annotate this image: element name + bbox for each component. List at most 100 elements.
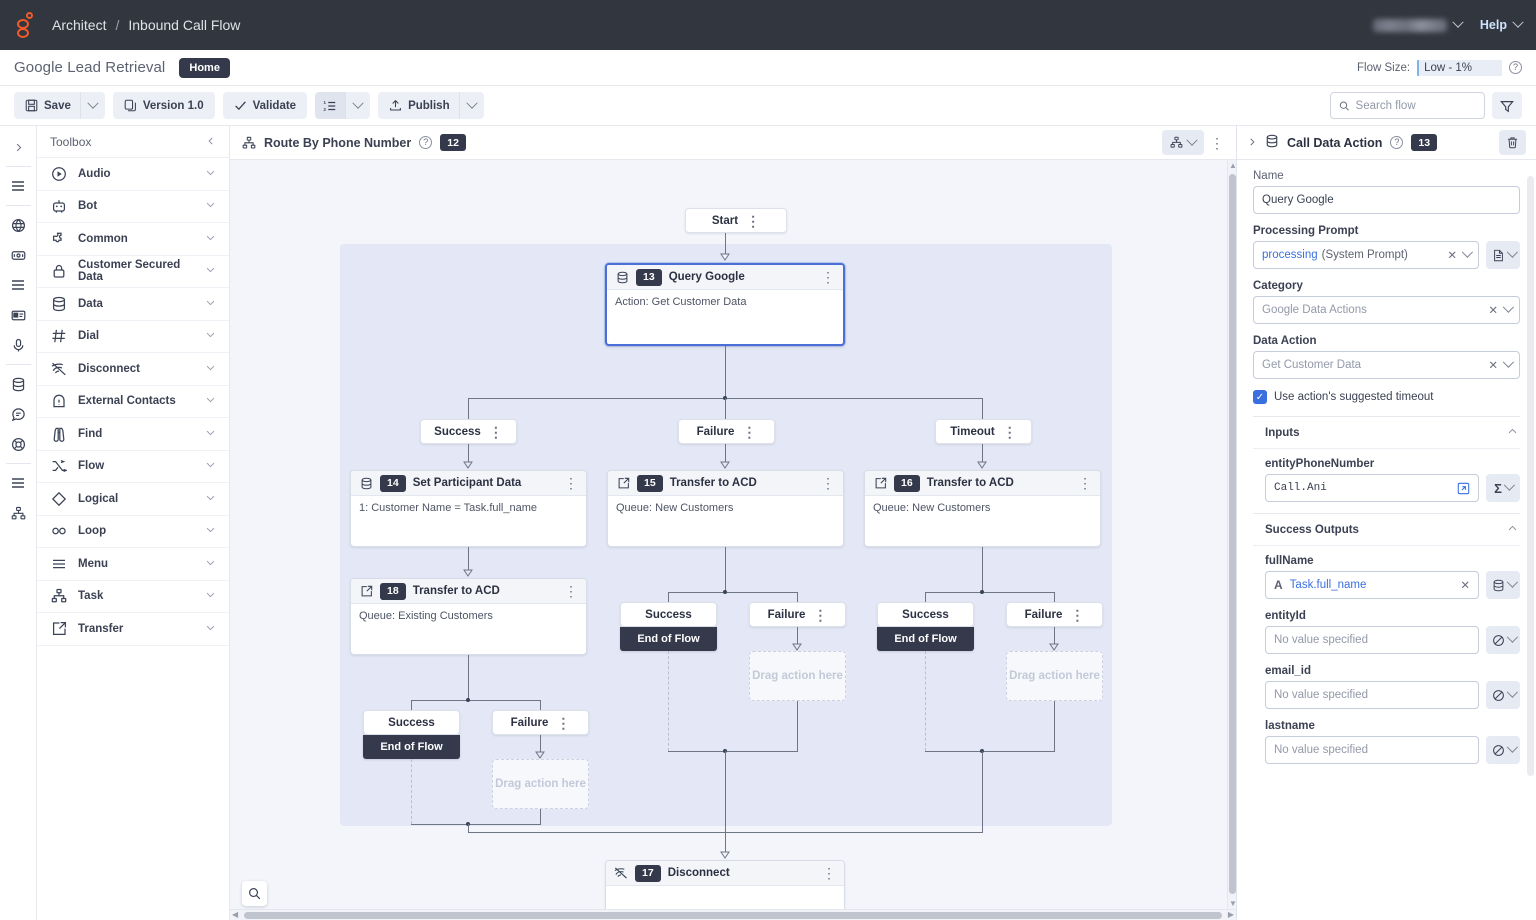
chevron-down-icon[interactable] <box>205 199 216 213</box>
chevron-down-icon[interactable] <box>205 524 216 538</box>
data-action-select[interactable]: Get Customer Data ✕ <box>1253 351 1520 379</box>
publish-dropdown-button[interactable] <box>458 92 484 119</box>
branch-success-13[interactable]: Success ⋮ <box>420 419 517 444</box>
toolbox-item-loop[interactable]: Loop <box>37 516 229 548</box>
chevron-down-icon[interactable] <box>205 362 216 376</box>
expression-type-button[interactable]: Σ <box>1486 474 1520 502</box>
home-pill[interactable]: Home <box>179 57 230 78</box>
node-query-google[interactable]: 13 Query Google ⋮ Action: Get Customer D… <box>605 263 845 346</box>
chevron-down-icon[interactable] <box>205 297 216 311</box>
start-node[interactable]: Start ⋮ <box>685 208 787 233</box>
help-circle-icon[interactable]: ? <box>1390 136 1404 149</box>
node-more-menu[interactable]: ⋮ <box>821 475 835 491</box>
chevron-down-icon[interactable] <box>205 167 216 181</box>
database-icon[interactable] <box>3 369 33 399</box>
node-set-participant-data[interactable]: 14 Set Participant Data ⋮ 1: Customer Na… <box>350 470 587 547</box>
collapse-panel-button[interactable] <box>1247 136 1257 150</box>
help-circle-icon[interactable]: ? <box>1509 61 1522 74</box>
toolbox-item-dial[interactable]: Dial <box>37 321 229 353</box>
globe-icon[interactable] <box>3 210 33 240</box>
chevron-down-icon[interactable] <box>205 394 216 408</box>
scroll-up-arrow-icon[interactable]: ▲ <box>1229 161 1236 170</box>
filter-button[interactable] <box>1492 92 1522 119</box>
output-type-button[interactable] <box>1486 681 1520 709</box>
sitemap-icon[interactable] <box>3 498 33 528</box>
id-card-icon[interactable] <box>3 300 33 330</box>
canvas-horizontal-scrollbar[interactable]: ◀ ▶ <box>230 909 1236 920</box>
output-type-button[interactable] <box>1486 571 1520 599</box>
success-outputs-section-header[interactable]: Success Outputs <box>1253 514 1520 546</box>
dropzone-16-failure[interactable]: Drag action here <box>1006 651 1103 701</box>
microphone-icon[interactable] <box>3 330 33 360</box>
toolbox-item-disconnect[interactable]: Disconnect <box>37 353 229 386</box>
branch-more-menu[interactable]: ⋮ <box>488 423 503 440</box>
version-button[interactable]: Version 1.0 <box>112 92 215 119</box>
open-external-icon[interactable] <box>1457 482 1470 495</box>
branch-failure-16[interactable]: Failure ⋮ <box>1006 602 1103 627</box>
list-dropdown-button[interactable] <box>345 92 371 119</box>
chevron-down-icon[interactable] <box>205 622 216 636</box>
vertical-scroll-thumb[interactable] <box>1229 174 1236 894</box>
lines-icon[interactable] <box>3 171 33 201</box>
branch-failure-13[interactable]: Failure ⋮ <box>678 419 775 444</box>
chevron-down-icon[interactable] <box>205 492 216 506</box>
delete-action-button[interactable] <box>1499 130 1526 155</box>
help-menu[interactable]: Help <box>1480 16 1524 32</box>
category-select[interactable]: Google Data Actions ✕ <box>1253 296 1520 324</box>
flow-canvas[interactable]: Start ⋮ 13 Query Google ⋮ Action: G <box>230 160 1236 920</box>
validate-button[interactable]: Validate <box>222 92 308 119</box>
lifebuoy-icon[interactable] <box>3 429 33 459</box>
chat-icon[interactable] <box>3 399 33 429</box>
toolbox-item-audio[interactable]: Audio <box>37 158 229 191</box>
toolbox-item-flow[interactable]: Flow <box>37 451 229 483</box>
breadcrumb-app[interactable]: Architect <box>52 17 107 33</box>
toolbox-item-customer-secured-data[interactable]: Customer Secured Data <box>37 256 229 288</box>
start-more-menu[interactable]: ⋮ <box>746 212 761 229</box>
card-icon[interactable] <box>3 240 33 270</box>
chevron-down-icon[interactable] <box>205 329 216 343</box>
node-more-menu[interactable]: ⋮ <box>564 475 578 491</box>
toolbox-item-external-contacts[interactable]: External Contacts <box>37 386 229 418</box>
help-circle-icon[interactable]: ? <box>419 136 433 149</box>
scroll-down-arrow-icon[interactable]: ▼ <box>1229 899 1236 908</box>
suggested-timeout-checkbox[interactable]: ✓ <box>1253 390 1267 404</box>
user-menu[interactable] <box>1372 16 1464 32</box>
output-value-field[interactable]: No value specified <box>1265 626 1479 654</box>
expand-icon[interactable] <box>3 132 33 162</box>
branch-success-16[interactable]: Success <box>877 602 974 627</box>
chevron-up-icon[interactable] <box>1507 523 1520 537</box>
toolbox-item-common[interactable]: Common <box>37 223 229 256</box>
node-transfer-to-acd-16[interactable]: 16 Transfer to ACD ⋮ Queue: New Customer… <box>864 470 1101 547</box>
node-more-menu[interactable]: ⋮ <box>821 269 835 285</box>
save-dropdown-button[interactable] <box>79 92 105 119</box>
node-more-menu[interactable]: ⋮ <box>822 865 836 881</box>
clear-icon[interactable]: ✕ <box>1488 305 1498 317</box>
name-field[interactable]: Query Google <box>1253 186 1520 214</box>
search-flow-box[interactable] <box>1330 92 1485 119</box>
output-type-button[interactable] <box>1486 626 1520 654</box>
toolbox-item-find[interactable]: Find <box>37 418 229 451</box>
branch-more-menu[interactable]: ⋮ <box>813 606 828 623</box>
clear-icon[interactable]: ✕ <box>1488 360 1498 372</box>
chevron-down-icon[interactable] <box>1461 246 1474 258</box>
inputs-section-header[interactable]: Inputs <box>1253 417 1520 449</box>
chevron-down-icon[interactable] <box>205 459 216 473</box>
toolbox-item-transfer[interactable]: Transfer <box>37 613 229 646</box>
processing-prompt-select[interactable]: processing (System Prompt) ✕ <box>1253 241 1479 269</box>
toolbox-item-task[interactable]: Task <box>37 581 229 613</box>
input-entityphonenumber-field[interactable]: Call.Ani <box>1265 474 1479 502</box>
branch-more-menu[interactable]: ⋮ <box>742 423 757 440</box>
chevron-down-icon[interactable] <box>205 557 216 571</box>
chevron-down-icon[interactable] <box>1502 301 1515 313</box>
branch-failure-15[interactable]: Failure ⋮ <box>749 602 846 627</box>
node-transfer-to-acd-15[interactable]: 15 Transfer to ACD ⋮ Queue: New Customer… <box>607 470 844 547</box>
canvas-vertical-scrollbar[interactable]: ▲ ▼ <box>1227 160 1236 920</box>
branch-more-menu[interactable]: ⋮ <box>556 714 571 731</box>
toolbox-item-data[interactable]: Data <box>37 288 229 321</box>
output-value-field[interactable]: No value specified <box>1265 736 1479 764</box>
layout-dropdown-button[interactable] <box>1162 130 1204 155</box>
breadcrumb-page[interactable]: Inbound Call Flow <box>128 17 241 33</box>
output-value-field[interactable]: No value specified <box>1265 681 1479 709</box>
branch-failure-18[interactable]: Failure ⋮ <box>492 710 589 735</box>
chevron-down-icon[interactable] <box>1502 356 1515 368</box>
